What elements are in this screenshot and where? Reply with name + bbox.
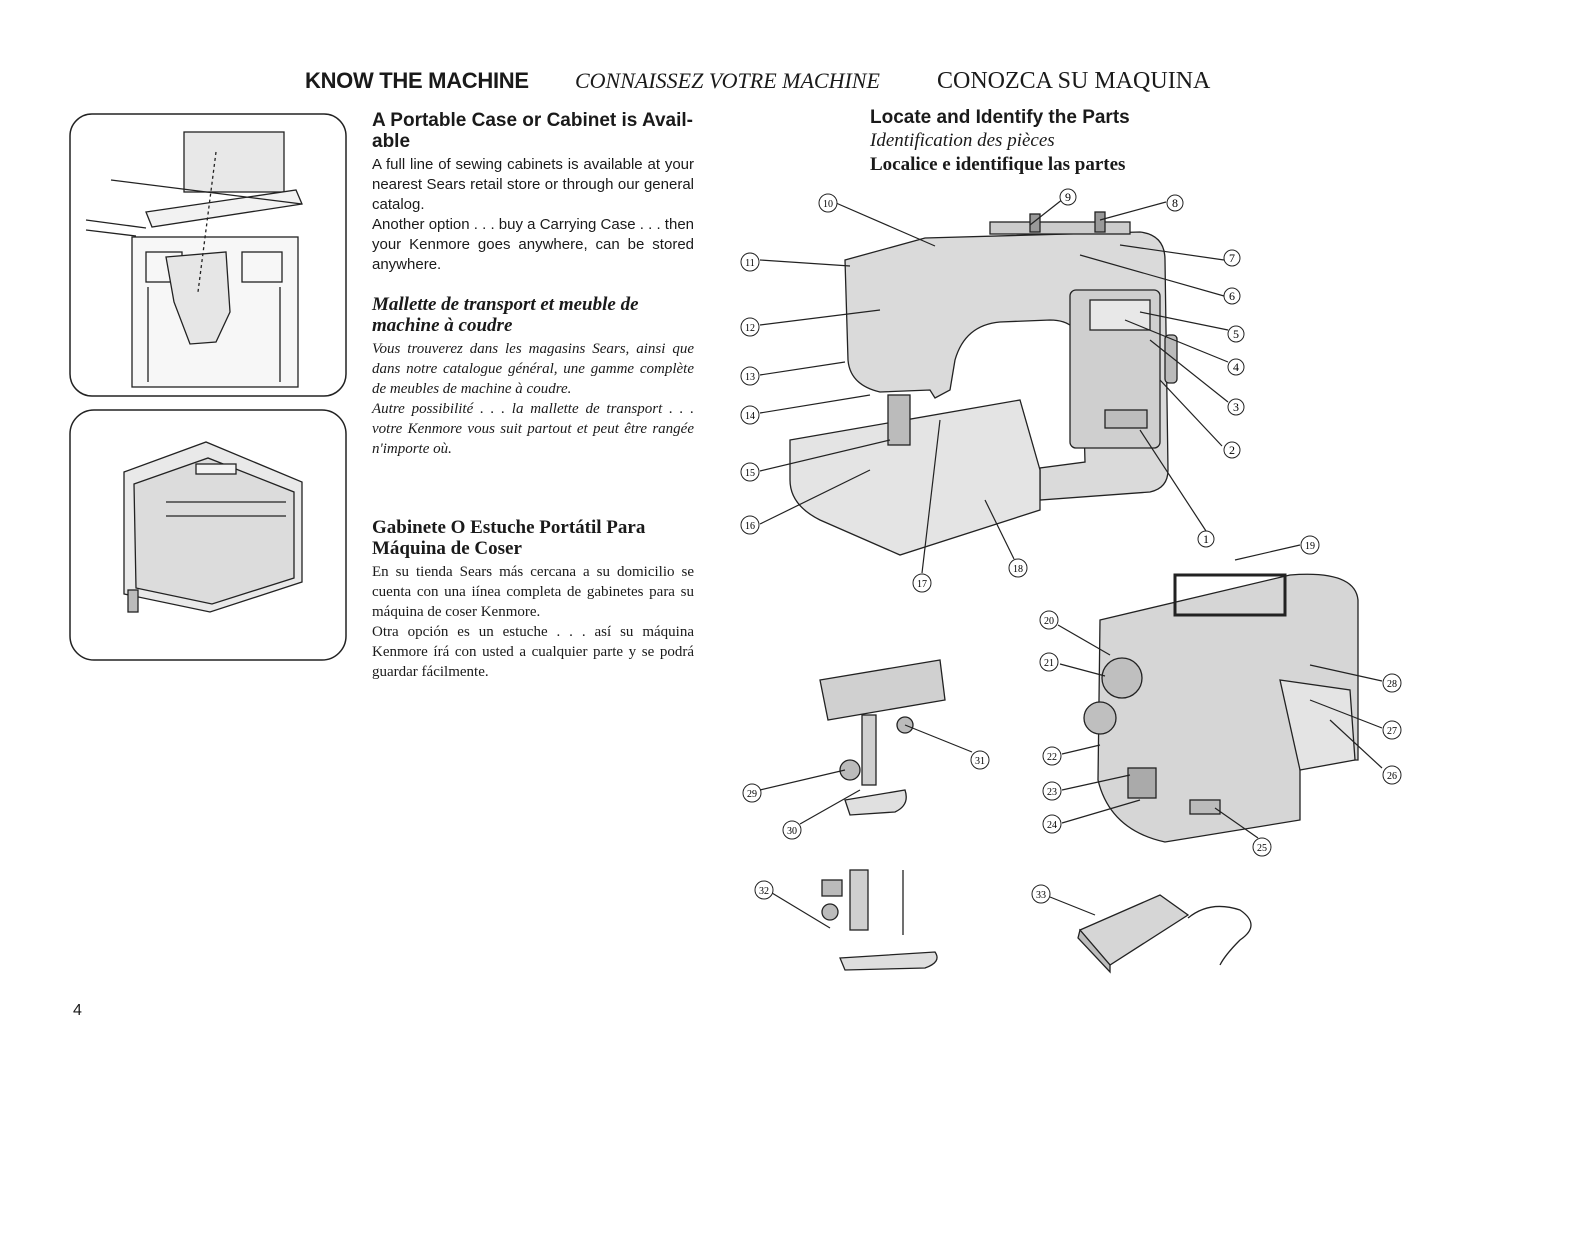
callout-33-circle (1031, 884, 1051, 904)
callout-24: 24 (1047, 820, 1057, 831)
callout-4-circle (1227, 358, 1245, 376)
callout-8-circle (1166, 194, 1184, 212)
cabinet-and-case-illustration (69, 113, 347, 661)
callout-7-circle (1223, 249, 1241, 267)
case-body-en-1: A full line of sewing cabinets is availa… (372, 156, 694, 213)
foot-controller-detail (1077, 894, 1252, 974)
callout-21-circle (1039, 652, 1059, 672)
callout-4: 4 (1233, 360, 1239, 374)
case-title-en: A Portable Case or Cabinet is Avail-able (372, 110, 693, 152)
cabinet-drawing (85, 131, 303, 388)
callout-25-circle (1252, 837, 1272, 857)
callout-15: 15 (745, 468, 755, 479)
callout-1: 1 (1203, 532, 1209, 546)
callout-17: 17 (917, 579, 927, 590)
callout-markers: 1 2 3 4 5 6 7 8 9 10 11 12 13 14 15 16 1… (740, 188, 1402, 904)
callout-27-circle (1382, 720, 1402, 740)
callout-6: 6 (1229, 289, 1235, 303)
callout-5: 5 (1233, 327, 1239, 341)
foot-adapter-detail (821, 869, 938, 971)
callout-13-circle (740, 366, 760, 386)
callout-12: 12 (745, 323, 755, 334)
callout-12-circle (740, 317, 760, 337)
callout-15-circle (740, 462, 760, 482)
machine-front-view (789, 211, 1178, 556)
callout-32: 32 (759, 886, 769, 897)
callout-14-circle (740, 405, 760, 425)
callout-7: 7 (1229, 251, 1235, 265)
callout-16: 16 (745, 521, 755, 532)
leader-lines (759, 198, 1383, 929)
header-en: KNOW THE MACHINE (305, 68, 529, 93)
callout-3-circle (1227, 398, 1245, 416)
callout-31: 31 (975, 756, 985, 767)
case-section-en: A Portable Case or Cabinet is Avail-able… (372, 110, 694, 275)
callout-32-circle (754, 880, 774, 900)
case-body-es-1: En su tienda Sears más cercana a su domi… (372, 564, 694, 620)
parts-title-en: Locate and Identify the Parts (870, 107, 1130, 128)
callout-30-circle (782, 820, 802, 840)
callout-19-circle (1300, 535, 1320, 555)
callout-5-circle (1227, 325, 1245, 343)
callout-18: 18 (1013, 564, 1023, 575)
carrying-case-drawing (123, 441, 303, 613)
page-number: 4 (73, 1002, 82, 1019)
parts-title-es: Localice e identifique las partes (870, 154, 1126, 175)
callout-17-circle (912, 573, 932, 593)
parts-title-fr: Identification des pièces (870, 130, 1055, 151)
callout-20-circle (1039, 610, 1059, 630)
callout-1-circle (1197, 530, 1215, 548)
case-title-fr: Mallette de transport et meuble de machi… (372, 294, 639, 336)
case-body-fr-1: Vous trouverez dans les magasins Sears, … (372, 341, 694, 397)
callout-16-circle (740, 515, 760, 535)
case-body-es-2: Otra opción es un estuche . . . así su m… (372, 624, 694, 680)
case-title-es: Gabinete O Estuche Portátil Para Máquina… (372, 517, 646, 559)
machine-back-view (1083, 573, 1359, 843)
callout-3: 3 (1233, 400, 1239, 414)
callout-11: 11 (745, 258, 755, 269)
callout-26: 26 (1387, 771, 1397, 782)
callout-28-circle (1382, 673, 1402, 693)
callout-19: 19 (1305, 541, 1315, 552)
callout-9-circle (1059, 188, 1077, 206)
callout-21: 21 (1044, 658, 1054, 669)
callout-13: 13 (745, 372, 755, 383)
case-section-es: Gabinete O Estuche Portátil Para Máquina… (372, 517, 694, 682)
callout-18-circle (1008, 558, 1028, 578)
callout-2: 2 (1229, 443, 1235, 457)
callout-33: 33 (1036, 890, 1046, 901)
callout-26-circle (1382, 765, 1402, 785)
callout-24-circle (1042, 814, 1062, 834)
callout-22-circle (1042, 746, 1062, 766)
callout-23-circle (1042, 781, 1062, 801)
callout-30: 30 (787, 826, 797, 837)
callout-6-circle (1223, 287, 1241, 305)
callout-28: 28 (1387, 679, 1397, 690)
callout-14: 14 (745, 411, 755, 422)
callout-22: 22 (1047, 752, 1057, 763)
callout-31-circle (970, 750, 990, 770)
case-body-fr-2: Autre possibilité . . . la mallette de t… (372, 401, 694, 457)
callout-23: 23 (1047, 787, 1057, 798)
callout-29: 29 (747, 789, 757, 800)
callout-10: 10 (823, 199, 833, 210)
header-fr: CONNAISSEZ VOTRE MACHINE (575, 68, 880, 93)
case-body-en-2: Another option . . . buy a Carrying Case… (372, 216, 694, 273)
callout-27: 27 (1387, 726, 1397, 737)
callout-9: 9 (1065, 190, 1071, 204)
callout-2-circle (1223, 441, 1241, 459)
callout-25: 25 (1257, 843, 1267, 854)
callout-8: 8 (1172, 196, 1178, 210)
callout-20: 20 (1044, 616, 1054, 627)
callout-11-circle (740, 252, 760, 272)
callout-29-circle (742, 783, 762, 803)
callout-10-circle (818, 193, 838, 213)
case-section-fr: Mallette de transport et meuble de machi… (372, 294, 694, 459)
header-es: CONOZCA SU MAQUINA (937, 68, 1211, 94)
presser-foot-detail (819, 659, 946, 816)
